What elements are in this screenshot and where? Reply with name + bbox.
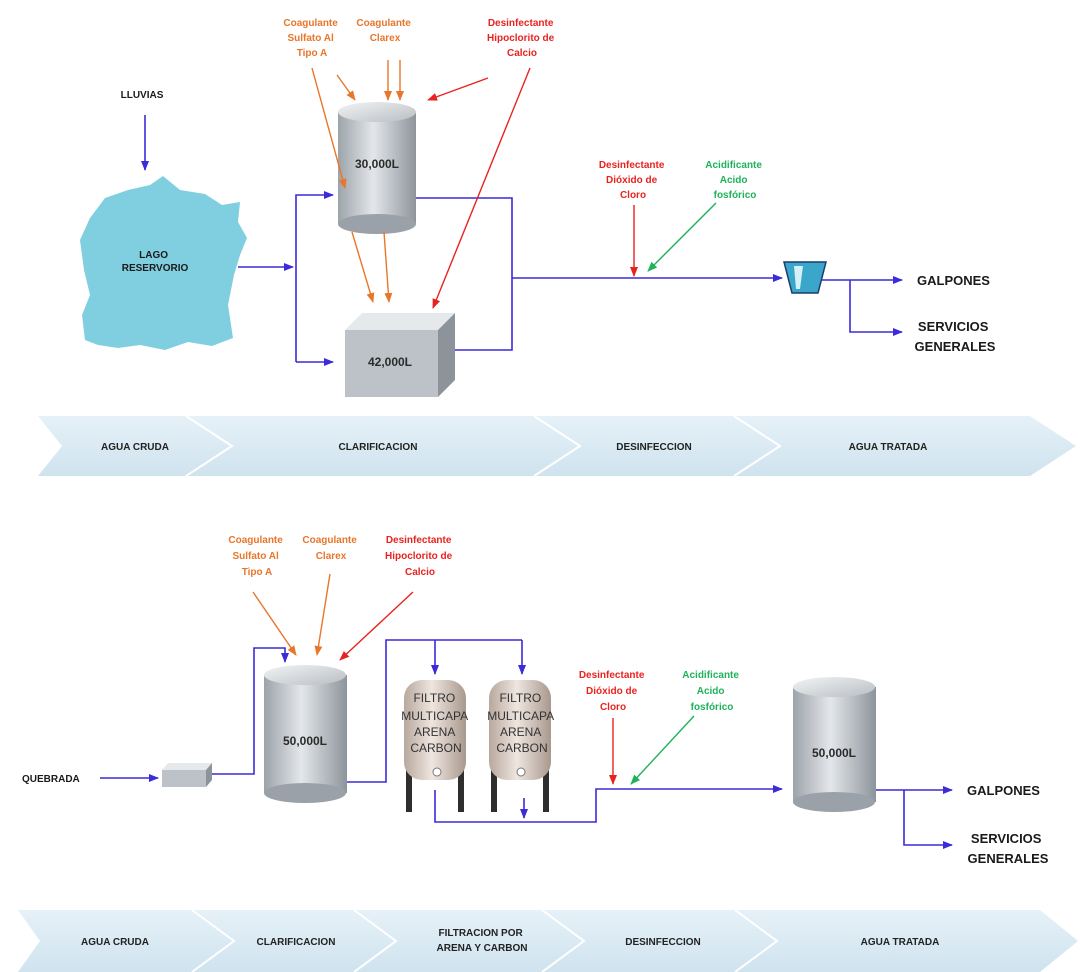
tank-50000l-end: 50,000L xyxy=(793,677,876,812)
chem-sulfato-label: Coagulante Sulfato Al Tipo A xyxy=(283,18,340,59)
lake-label: LAGO RESERVORIO xyxy=(122,250,189,274)
top-chemical-arrows xyxy=(311,60,717,309)
funnel-filter-icon xyxy=(783,261,827,294)
stage-agua-cruda-2 xyxy=(18,910,234,972)
galpones-label: GALPONES xyxy=(917,273,990,288)
chem-dioxido-label: Desinfectante Dióxido de Cloro xyxy=(599,160,667,201)
quebrada-intake-box xyxy=(162,763,212,787)
bottom-stage-banner: AGUA CRUDA CLARIFICACION FILTRACION POR … xyxy=(18,909,1078,972)
galpones-label-2: GALPONES xyxy=(967,783,1040,798)
chem-clarex-label-2: Coagulante Clarex xyxy=(302,535,359,562)
chem-acido-label: Acidificante Acido fosfórico xyxy=(705,160,764,201)
lake-reservorio xyxy=(80,176,247,350)
stage-agua-cruda-2-label: AGUA CRUDA xyxy=(81,937,149,948)
tank-50000l-main: 50,000L xyxy=(264,665,347,803)
chem-clarex-label: Coagulante Clarex xyxy=(356,18,413,44)
stage-agua-tratada-label: AGUA TRATADA xyxy=(849,442,928,453)
tank-42000l: 42,000L xyxy=(345,313,455,397)
lluvias-label: LLUVIAS xyxy=(121,90,164,101)
stage-desinfeccion-2-label: DESINFECCION xyxy=(625,937,701,948)
stage-filtracion-label: FILTRACION POR ARENA Y CARBON xyxy=(437,928,528,954)
tank-50000l-main-label: 50,000L xyxy=(283,734,327,748)
filter-2-label: FILTRO MULTICAPA ARENA CARBON xyxy=(487,691,557,755)
filter-multicapa-2: FILTRO MULTICAPA ARENA CARBON xyxy=(487,680,557,812)
servicios-label-2: SERVICIOS GENERALES xyxy=(968,831,1049,866)
stage-agua-cruda-label: AGUA CRUDA xyxy=(101,442,169,453)
filter-multicapa-1: FILTRO MULTICAPA ARENA CARBON xyxy=(401,680,471,812)
stage-agua-tratada xyxy=(734,416,1076,476)
stage-clarificacion-2 xyxy=(192,910,396,972)
tank-30000l: 30,000L xyxy=(338,102,416,234)
tank-30000l-label: 30,000L xyxy=(355,157,399,171)
chem-sulfato-label-2: Coagulante Sulfato Al Tipo A xyxy=(228,535,285,578)
top-stage-banner: AGUA CRUDA CLARIFICACION DESINFECCION AG… xyxy=(38,415,1076,477)
stage-agua-tratada-2-label: AGUA TRATADA xyxy=(861,937,940,948)
top-diagram: LAGO RESERVORIO LLUVIAS 30,000L xyxy=(38,18,1076,477)
chem-dioxido-label-2: Desinfectante Dióxido de Cloro xyxy=(579,670,647,713)
stage-clarificacion xyxy=(186,416,580,476)
tank-42000l-label: 42,000L xyxy=(368,355,412,369)
filter-1-label: FILTRO MULTICAPA ARENA CARBON xyxy=(401,691,471,755)
bottom-flow-lines xyxy=(100,639,953,849)
stage-clarificacion-label: CLARIFICACION xyxy=(339,442,418,453)
stage-desinfeccion-label: DESINFECCION xyxy=(616,442,692,453)
stage-agua-tratada-2 xyxy=(735,910,1078,972)
chem-acido-label-2: Acidificante Acido fosfórico xyxy=(682,670,741,713)
stage-agua-cruda xyxy=(38,416,232,476)
bottom-chemical-arrows xyxy=(252,573,695,785)
stage-desinfeccion-2 xyxy=(542,910,777,972)
stage-filtracion xyxy=(354,910,584,972)
stage-desinfeccion xyxy=(534,416,780,476)
bottom-diagram: Coagulante Sulfato Al Tipo A Coagulante … xyxy=(18,535,1078,972)
top-flow-lines xyxy=(238,191,903,366)
quebrada-label: QUEBRADA xyxy=(22,774,80,785)
servicios-label: SERVICIOS GENERALES xyxy=(915,319,996,354)
chem-hipoclorito-label-2: Desinfectante Hipoclorito de Calcio xyxy=(385,535,455,578)
chem-hipoclorito-label: Desinfectante Hipoclorito de Calcio xyxy=(487,18,557,59)
tank-50000l-end-label: 50,000L xyxy=(812,746,856,760)
stage-clarificacion-2-label: CLARIFICACION xyxy=(257,937,336,948)
